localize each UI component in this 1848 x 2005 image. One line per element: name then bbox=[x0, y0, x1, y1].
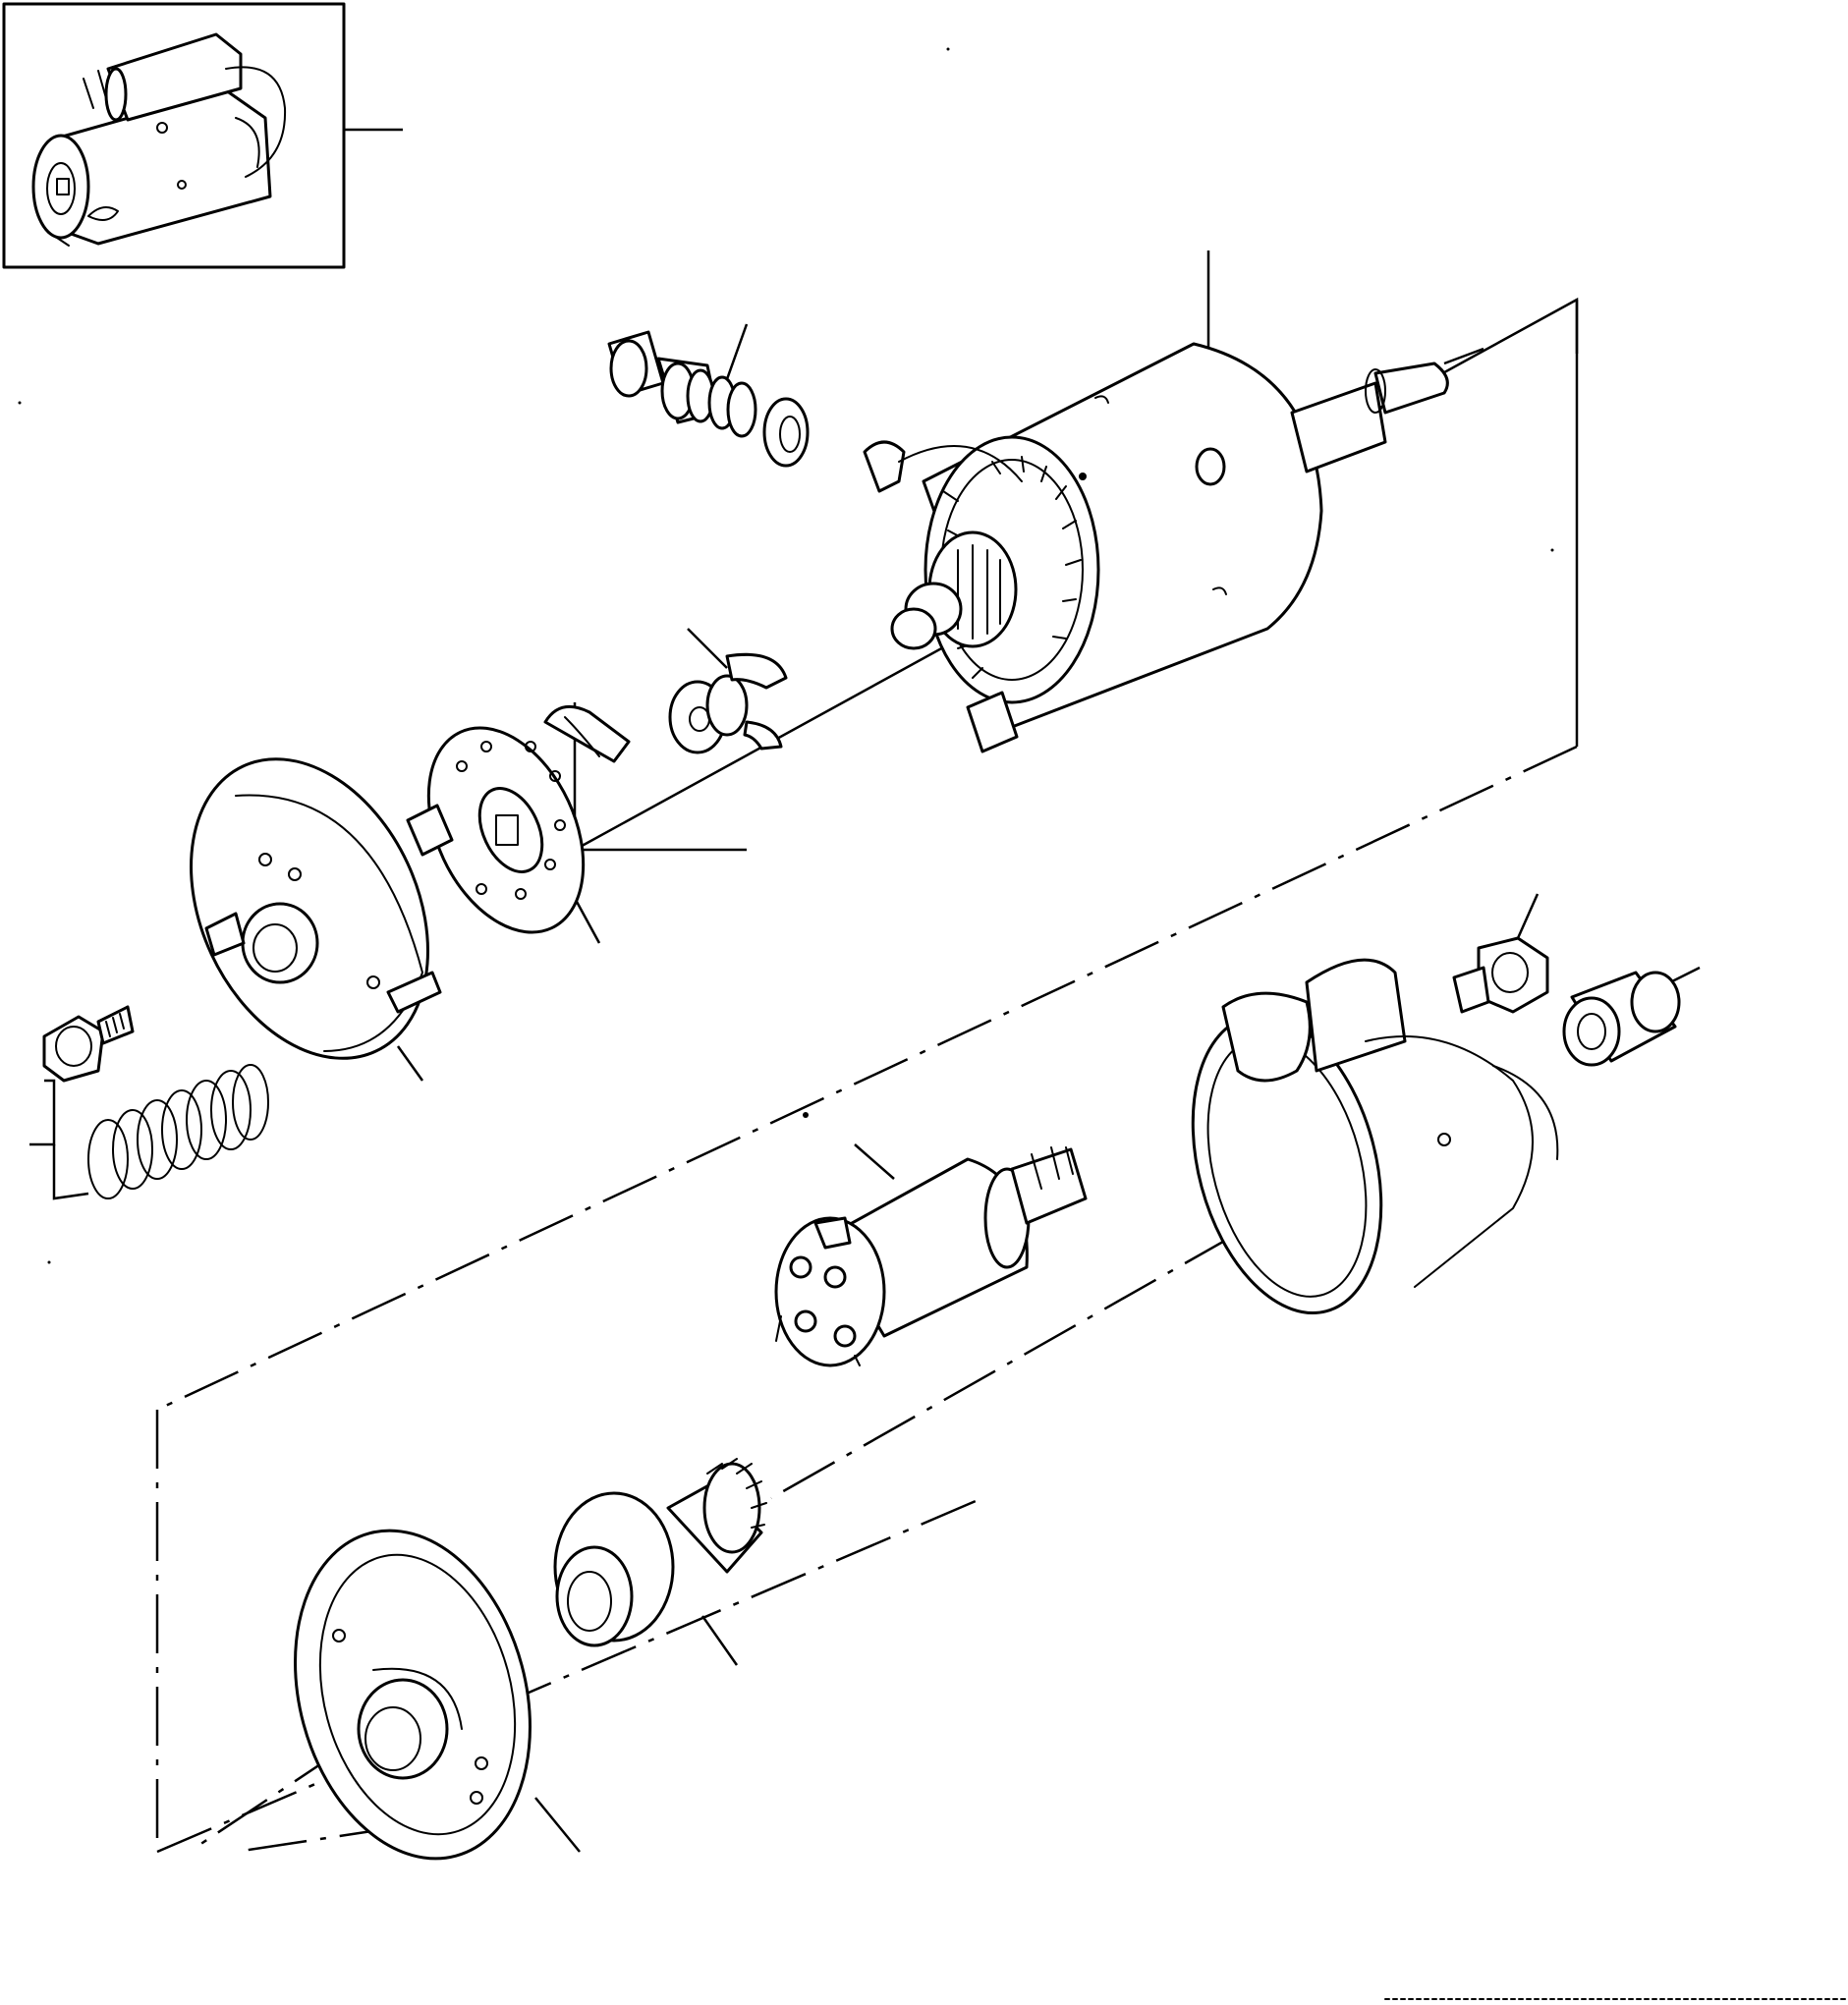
end-cover-icon bbox=[190, 757, 442, 1082]
scan-artifacts bbox=[18, 47, 1848, 2000]
brush-tab bbox=[966, 691, 1019, 753]
screw-hole bbox=[1195, 447, 1226, 486]
leader-line bbox=[396, 1045, 424, 1082]
nut-icon bbox=[1452, 893, 1549, 1014]
overview-frame bbox=[2, 2, 346, 269]
spring-washer-stack-icon bbox=[607, 323, 810, 468]
solenoid-icon bbox=[774, 1143, 1088, 1367]
leader-line bbox=[1516, 893, 1540, 939]
bushing-icon bbox=[668, 628, 788, 754]
starter-motor-overview-icon bbox=[31, 32, 287, 247]
axis-line-diagonal bbox=[156, 745, 1578, 1412]
coil-spring-icon bbox=[29, 1064, 269, 1200]
end-plate-icon bbox=[294, 1529, 581, 1861]
drive-end-housing-icon bbox=[1191, 958, 1559, 1315]
leader-line bbox=[854, 1143, 895, 1180]
leader-line bbox=[29, 1079, 56, 1146]
brush-plate-icon bbox=[406, 704, 631, 944]
pinion-drive-icon bbox=[553, 1458, 767, 1666]
axis-line-lower bbox=[156, 1496, 983, 1854]
leader-line bbox=[700, 1615, 739, 1666]
leader-line bbox=[687, 628, 728, 669]
leader-line bbox=[534, 1797, 581, 1853]
bolt-icon bbox=[42, 1005, 135, 1083]
armature-icon bbox=[863, 435, 1100, 753]
sleeve-bushing-icon bbox=[1562, 971, 1681, 1067]
overview-inset bbox=[2, 2, 403, 269]
terminal-lug bbox=[863, 440, 906, 493]
